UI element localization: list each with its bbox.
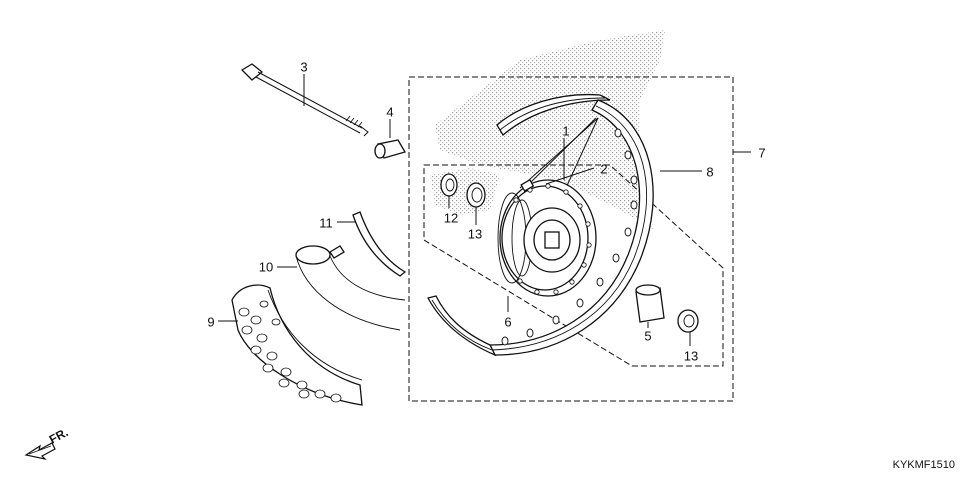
tire-tread	[238, 300, 342, 403]
callout-6: 6	[504, 315, 511, 330]
spokes	[519, 117, 599, 191]
callout-5: 5	[644, 329, 651, 344]
axle	[240, 63, 369, 137]
leader-lines	[218, 74, 751, 346]
callout-9: 9	[207, 315, 214, 330]
bearing-right	[677, 309, 699, 333]
distance-collar	[635, 284, 665, 323]
callout-3: 3	[300, 60, 307, 75]
hub-assembly-outline	[423, 164, 724, 367]
rim-band	[352, 211, 407, 277]
callout-4: 4	[386, 105, 393, 120]
callout-13-right: 13	[684, 349, 698, 364]
callout-1: 1	[562, 124, 569, 139]
tire	[231, 284, 363, 406]
callout-11: 11	[319, 216, 333, 231]
bearing-left	[466, 182, 486, 208]
callout-2: 2	[600, 162, 607, 177]
shadow-stipple-left	[430, 168, 500, 215]
inner-tube	[295, 245, 406, 331]
hub-spoke-holes	[513, 183, 592, 295]
spoke-nipple	[520, 179, 535, 192]
callout-8: 8	[706, 165, 713, 180]
dust-seal	[440, 173, 458, 197]
callout-7: 7	[758, 146, 765, 161]
callout-13-left: 13	[468, 227, 482, 242]
shadow-stipple	[435, 30, 665, 230]
front-direction-arrow-icon	[24, 442, 56, 461]
rim-spoke-holes	[501, 128, 638, 346]
callout-10: 10	[259, 260, 273, 275]
hub	[497, 179, 597, 297]
callout-12: 12	[444, 211, 458, 226]
rim	[427, 93, 654, 357]
diagram-code: KYKMF1510	[893, 459, 955, 471]
assembly-box	[408, 76, 734, 402]
axle-collar	[374, 139, 406, 159]
